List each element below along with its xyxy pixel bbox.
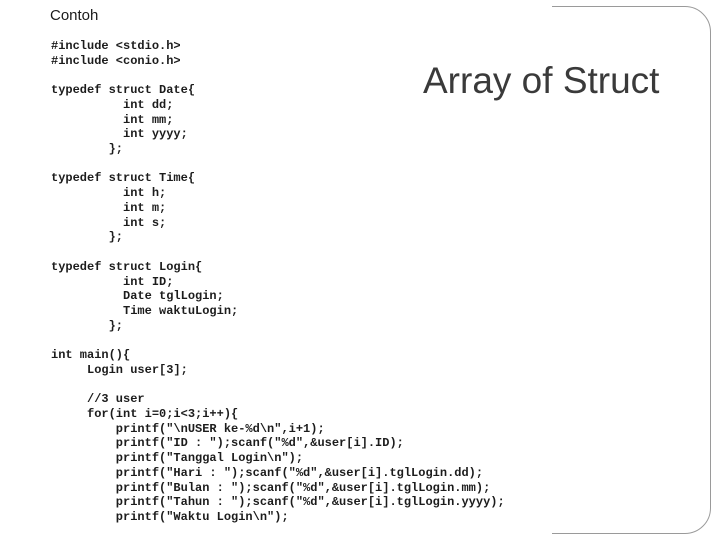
code-line: Time waktuLogin; xyxy=(51,303,239,318)
code-line: printf("Tanggal Login\n"); xyxy=(51,451,304,466)
code-line xyxy=(51,68,505,83)
code-line: }; xyxy=(51,142,124,157)
code-line: #include <stdio.h> xyxy=(51,39,181,53)
code-line: printf("ID : ");scanf("%d",&user[i].ID); xyxy=(51,436,404,451)
code-line: }; xyxy=(51,230,124,245)
code-line: int h; xyxy=(51,186,167,201)
code-block: #include <stdio.h>#include <conio.h> type… xyxy=(51,39,505,525)
code-line: int s; xyxy=(51,215,167,230)
code-image-background xyxy=(0,0,552,540)
code-line: printf("Tahun : ");scanf("%d",&user[i].t… xyxy=(51,495,505,510)
code-line: }; xyxy=(51,318,124,333)
code-line xyxy=(51,245,505,260)
code-line: printf("\nUSER ke-%d\n",i+1); xyxy=(51,421,325,436)
code-line xyxy=(51,378,505,393)
code-line: int dd; xyxy=(51,97,174,112)
code-line: int mm; xyxy=(51,112,174,127)
code-line: //3 user xyxy=(51,392,145,407)
code-line xyxy=(51,333,505,348)
code-line: typedef struct Time{ xyxy=(51,171,196,186)
code-line: printf("Hari : ");scanf("%d",&user[i].tg… xyxy=(51,465,484,480)
example-label: Contoh xyxy=(50,7,99,24)
slide-title: Array of Struct xyxy=(423,60,660,101)
code-line: #include <conio.h> xyxy=(51,53,181,68)
code-line: for(int i=0;i<3;i++){ xyxy=(51,406,239,421)
code-line xyxy=(51,157,505,172)
code-line: int m; xyxy=(51,200,167,215)
code-line: typedef struct Login{ xyxy=(51,259,203,274)
code-line: printf("Bulan : ");scanf("%d",&user[i].t… xyxy=(51,480,491,495)
code-line: Login user[3]; xyxy=(51,362,188,377)
code-line: int main(){ xyxy=(51,348,131,363)
code-line: int yyyy; xyxy=(51,127,188,142)
code-line: int ID; xyxy=(51,274,174,289)
code-line: typedef struct Date{ xyxy=(51,83,196,98)
code-line: printf("Waktu Login\n"); xyxy=(51,510,289,524)
code-line: Date tglLogin; xyxy=(51,289,224,304)
